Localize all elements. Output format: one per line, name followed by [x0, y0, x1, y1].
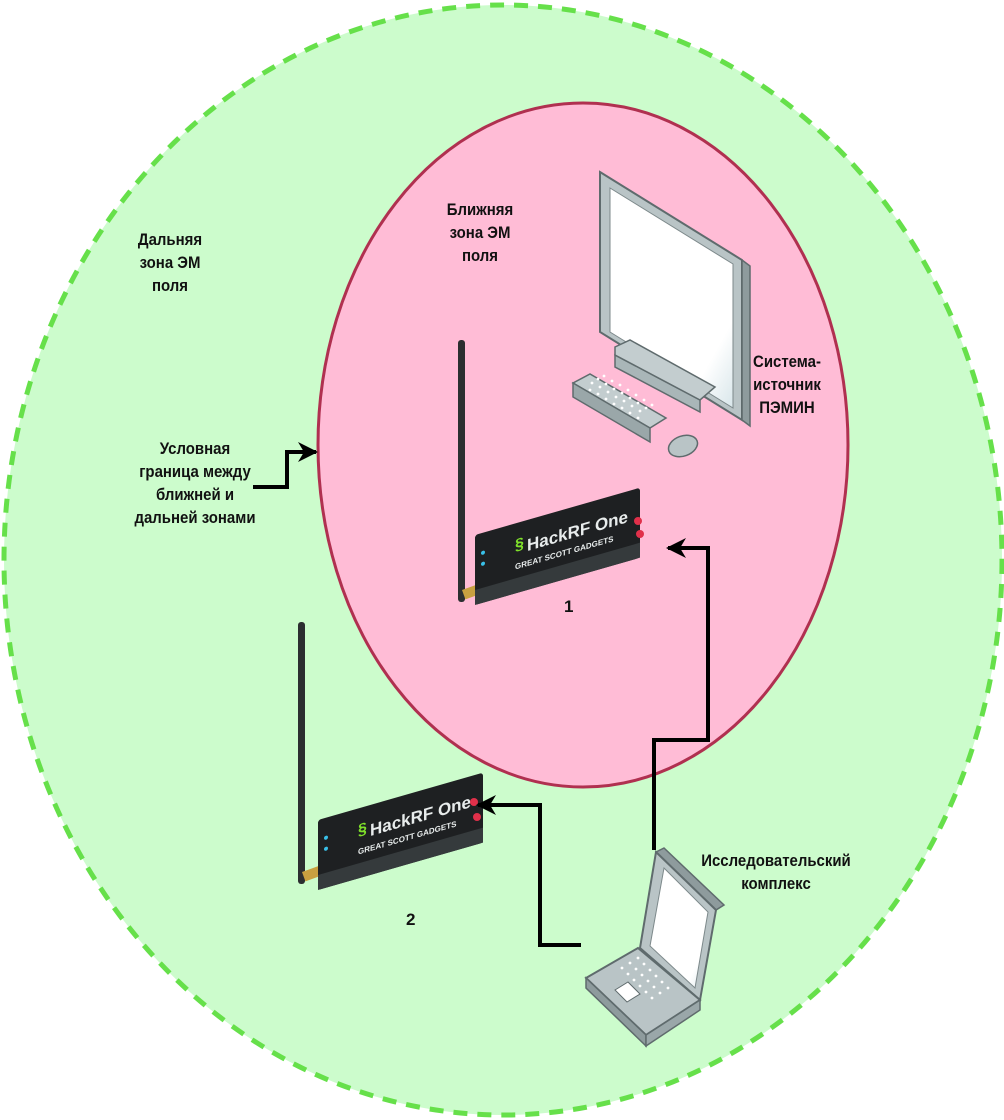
near-zone-label: Ближняя зона ЭМ поля [423, 198, 537, 267]
far-zone-label-line: поля [151, 276, 189, 295]
source-system-label-line: Система- [753, 352, 821, 371]
source-system-label: Система- источник ПЭМИН [730, 350, 844, 419]
far-zone-label-line: зона ЭМ [139, 253, 201, 272]
near-zone-label-line: Ближняя [446, 200, 514, 219]
device-1-logo-icon: § [515, 534, 524, 554]
laptop-to-device-2-arrow [476, 795, 581, 947]
device-1-number: 1 [564, 597, 574, 616]
device-2-number: 2 [406, 910, 416, 929]
boundary-label: Условная граница между ближней и дальней… [120, 437, 270, 529]
far-zone-label-line: Дальняя [137, 230, 203, 249]
near-zone-ellipse [316, 101, 850, 789]
research-complex-label: Исследовательский комплекс [688, 849, 864, 895]
boundary-label-line: граница между [139, 462, 251, 481]
far-zone-label: Дальняя зона ЭМ поля [108, 228, 231, 297]
research-complex-label-line: Исследовательский [701, 851, 851, 870]
antenna-2 [298, 622, 305, 884]
desktop-computer-icon [571, 170, 751, 458]
boundary-label-line: ближней и [155, 485, 235, 504]
research-complex-label-line: комплекс [741, 874, 811, 893]
boundary-pointer-arrow [253, 442, 318, 489]
near-zone-label-line: поля [461, 246, 499, 265]
hackrf-device-2: § HackRF One GREAT SCOTT GADGETS [298, 622, 483, 890]
source-system-label-line: источник [753, 375, 821, 394]
device-2-logo-icon: § [358, 819, 367, 839]
boundary-label-line: Условная [159, 439, 231, 458]
boundary-label-line: дальней зонами [134, 508, 256, 527]
source-system-label-line: ПЭМИН [759, 398, 815, 417]
near-zone-label-line: зона ЭМ [449, 223, 511, 242]
laptop-to-device-1-arrow [652, 538, 710, 850]
laptop-icon [584, 847, 726, 1048]
antenna-1 [458, 340, 465, 602]
